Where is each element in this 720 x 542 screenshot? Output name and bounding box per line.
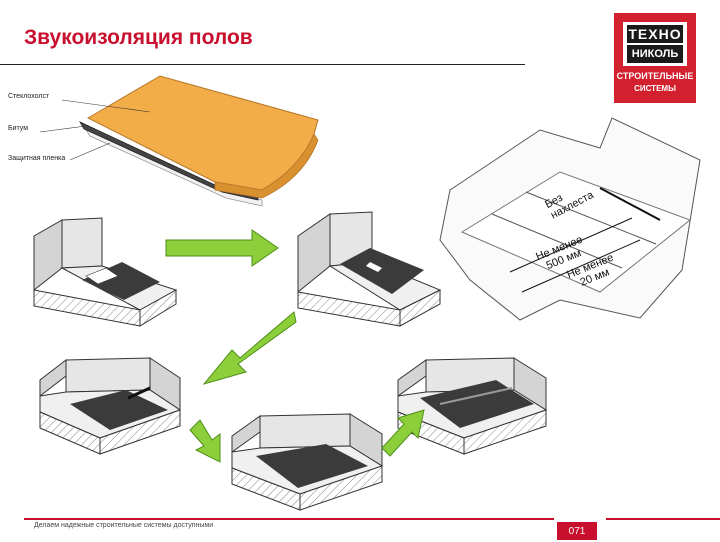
- material-layers-drawing: [39, 75, 319, 207]
- footer-divider-left: [24, 518, 554, 520]
- footer-divider-right: [606, 518, 720, 520]
- logo-text-line2: НИКОЛЬ: [627, 45, 683, 63]
- step-1-drawing: [33, 217, 178, 327]
- step-4-drawing: [231, 413, 384, 511]
- logo-plate: ТЕХНО НИКОЛЬ: [623, 22, 687, 66]
- step-3-drawing: [39, 357, 182, 455]
- arrow-step2-to-step3: [202, 311, 297, 385]
- footer-slogan: Делаем надежные строительные системы дос…: [34, 522, 214, 529]
- logo-subtitle-line2: СИСТЕМЫ: [634, 84, 676, 93]
- arrow-step4-to-step5: [381, 409, 425, 457]
- page-title: Звукоизоляция полов: [24, 26, 253, 49]
- label-protective-film: Защитная пленка: [8, 155, 66, 162]
- label-bitumen: Битум: [8, 125, 29, 132]
- logo-subtitle-line1: СТРОИТЕЛЬНЫЕ: [616, 71, 694, 81]
- label-glass-fiber: Стеклохолст: [8, 93, 50, 100]
- arrow-step1-to-step2: [165, 229, 279, 267]
- title-divider: [0, 64, 525, 65]
- page-number: 071: [557, 522, 597, 540]
- arrow-step3-to-step4: [189, 419, 221, 463]
- step-2-drawing: [297, 211, 442, 327]
- technonicol-logo: ТЕХНО НИКОЛЬ СТРОИТЕЛЬНЫЕ СИСТЕМЫ: [614, 13, 696, 103]
- logo-text-line1: ТЕХНО: [627, 25, 683, 43]
- plan-view-drawing: [439, 117, 701, 321]
- step-5-drawing: [397, 357, 548, 455]
